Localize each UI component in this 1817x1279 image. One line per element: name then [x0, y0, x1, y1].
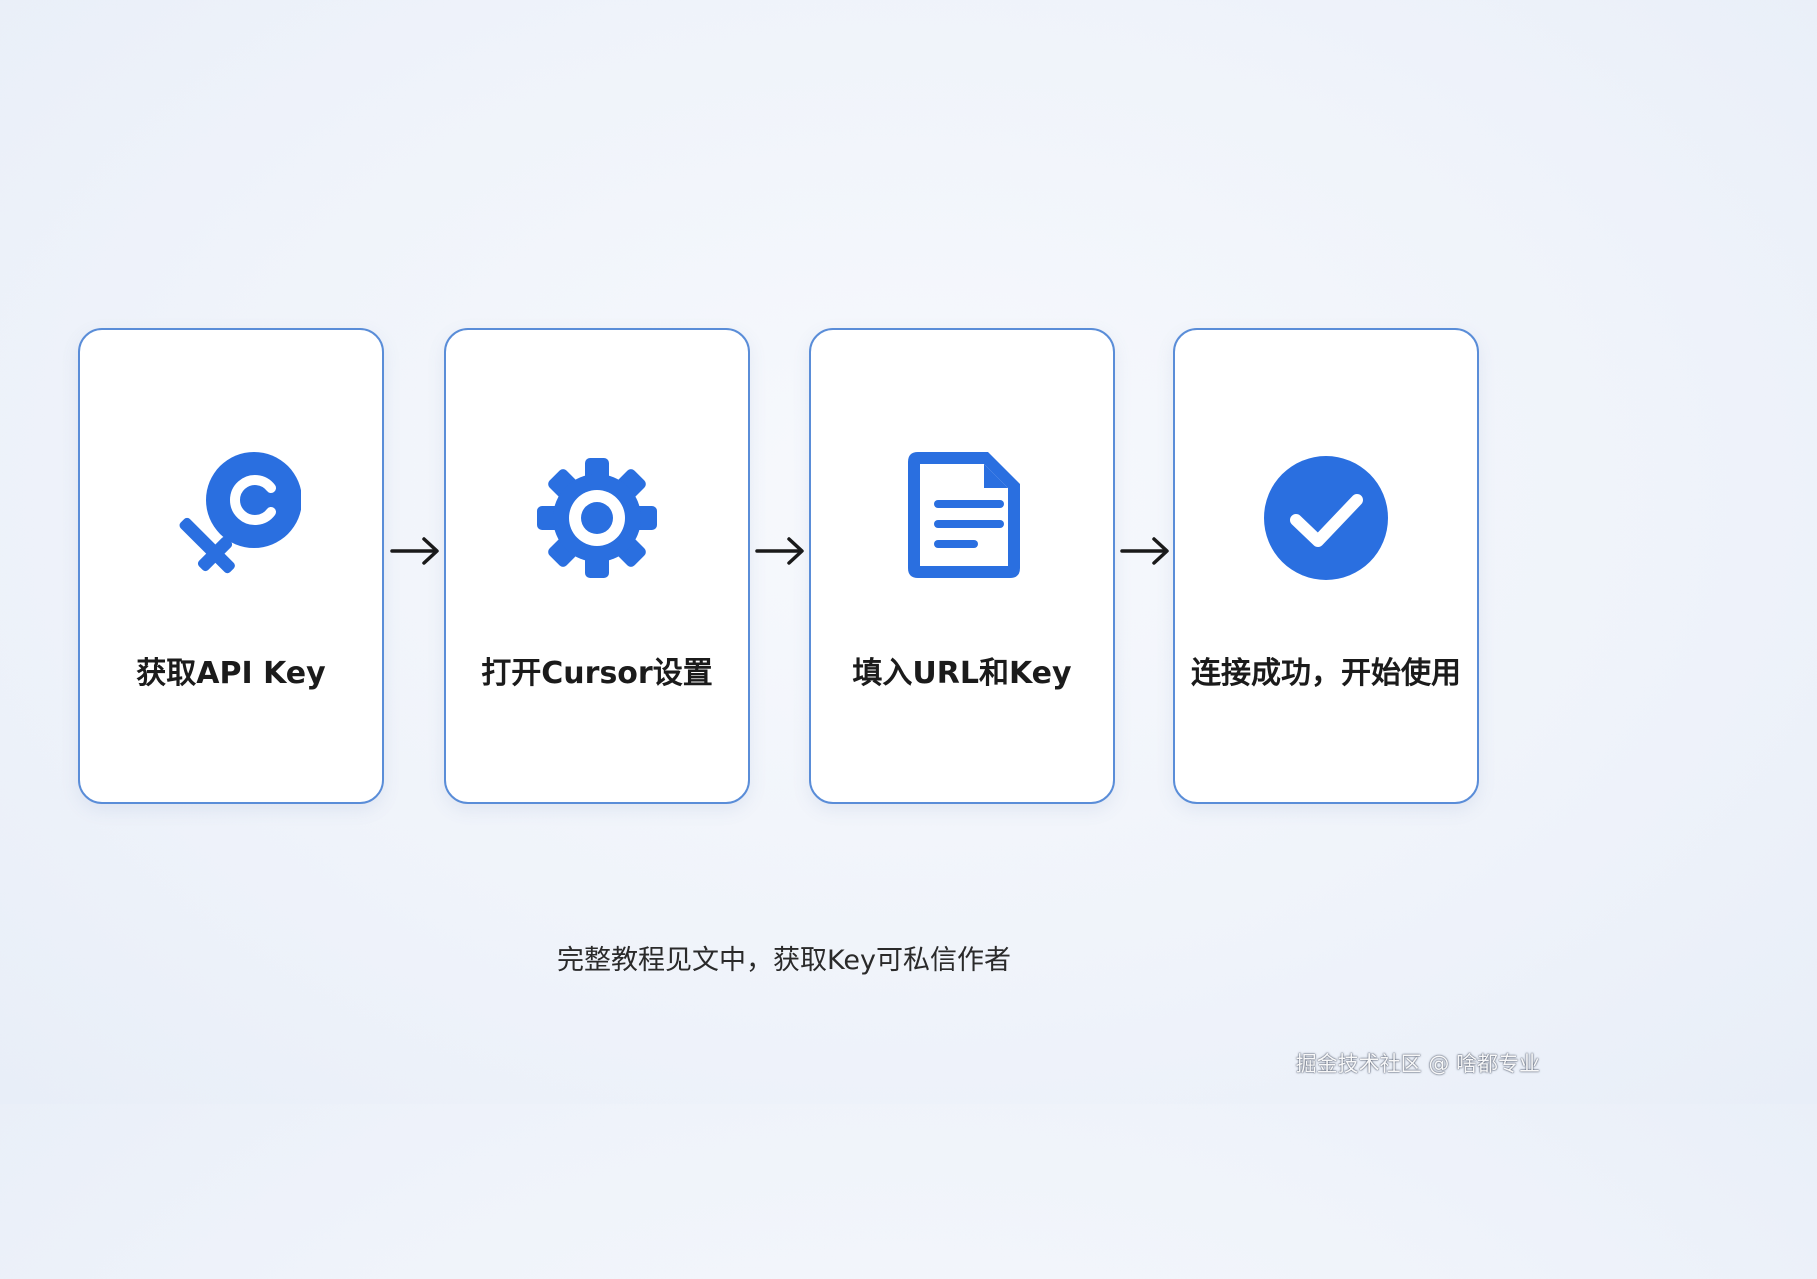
process-flow: 获取API Key: [78, 328, 1479, 804]
check-circle-icon: [1256, 448, 1396, 588]
step-card-connected: 连接成功，开始使用: [1173, 328, 1479, 804]
step-card-open-cursor-settings: 打开Cursor设置: [444, 328, 750, 804]
document-icon: [892, 448, 1032, 588]
arrow-right-icon: [388, 534, 442, 568]
footnote-text: 完整教程见文中，获取Key可私信作者: [557, 945, 1011, 976]
gear-icon: [527, 448, 667, 588]
watermark: 掘金技术社区 @ 啥都专业: [1295, 1052, 1540, 1076]
step-card-fill-url-key: 填入URL和Key: [809, 328, 1115, 804]
step-label: 获取API Key: [136, 656, 326, 691]
key-c-icon: [161, 448, 301, 588]
arrow-right-icon: [753, 534, 807, 568]
step-label: 填入URL和Key: [852, 656, 1072, 691]
step-label: 打开Cursor设置: [481, 656, 713, 691]
arrow-right-icon: [1118, 534, 1172, 568]
step-card-get-api-key: 获取API Key: [78, 328, 384, 804]
step-label: 连接成功，开始使用: [1191, 656, 1461, 691]
